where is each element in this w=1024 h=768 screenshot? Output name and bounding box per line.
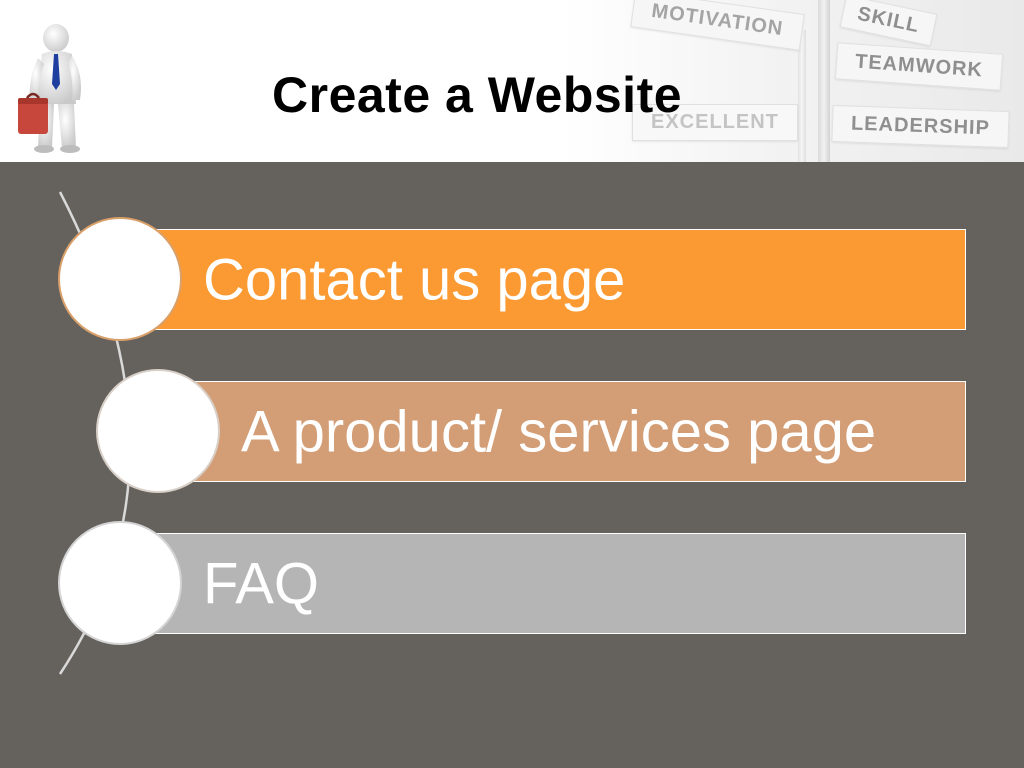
sign-skill: SKILL: [839, 0, 938, 47]
slide-header: MOTIVATION SKILL TEAMWORK EXCELLENT LEAD…: [0, 0, 1024, 162]
businessman-with-briefcase-icon: [18, 24, 81, 153]
list-item-faq: FAQ: [150, 533, 966, 634]
signpost-pole: [798, 30, 806, 162]
list-item-label: FAQ: [203, 551, 320, 616]
slide-title: Create a Website: [272, 67, 683, 123]
sign-leadership: LEADERSHIP: [831, 104, 1010, 149]
list-item-product-services: A product/ services page: [150, 381, 966, 482]
bullet-circle: [58, 521, 182, 645]
list-item-label: A product/ services page: [241, 399, 877, 464]
bullet-circle: [58, 217, 182, 341]
list-item-contact-us: Contact us page: [150, 229, 966, 330]
signpost-pole: [818, 0, 830, 162]
sign-motivation: MOTIVATION: [630, 0, 805, 51]
bullet-circle: [96, 369, 220, 493]
list-item-label: Contact us page: [203, 247, 626, 312]
content-panel: Contact us page A product/ services page…: [0, 162, 1024, 768]
sign-teamwork: TEAMWORK: [834, 42, 1004, 91]
sign-excellent: EXCELLENT: [632, 104, 798, 141]
